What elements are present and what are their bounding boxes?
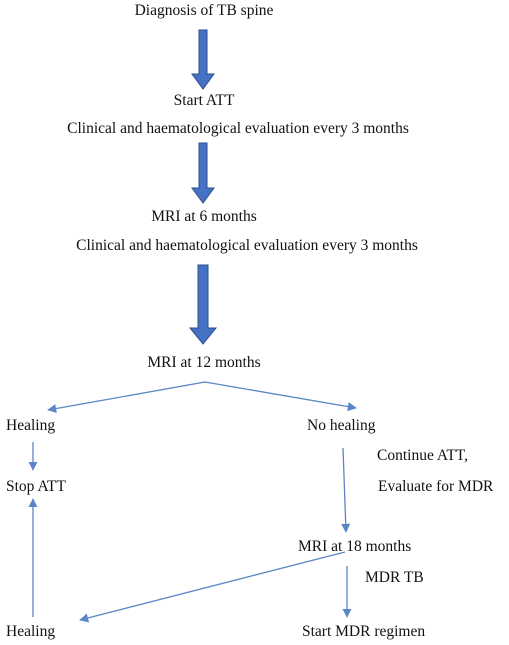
node-mri-12: MRI at 12 months: [147, 354, 261, 371]
node-stop-att: Stop ATT: [6, 478, 66, 495]
label-evaluate-mdr: Evaluate for MDR: [378, 478, 494, 495]
arrow-mri12-to-healing: [47, 381, 206, 414]
node-start-mdr: Start MDR regimen: [302, 623, 426, 640]
arrow-mri18-to-healing: [79, 551, 346, 623]
label-continue-att: Continue ATT,: [377, 447, 468, 464]
node-start-att: Start ATT: [173, 92, 235, 109]
node-mri-18: MRI at 18 months: [298, 538, 412, 555]
node-diagnosis: Diagnosis of TB spine: [134, 2, 274, 19]
node-evaluation-1: Clinical and haematological evaluation e…: [67, 120, 409, 137]
node-healing-1: Healing: [6, 417, 56, 434]
block-arrow-diagnosis-to-start: [191, 29, 215, 90]
node-healing-2: Healing: [6, 623, 56, 640]
node-mri-6: MRI at 6 months: [151, 208, 257, 225]
arrow-mri12-to-no-healing: [204, 381, 357, 412]
label-mdr-tb: MDR TB: [365, 569, 424, 586]
block-arrow-eval-to-mri6: [191, 142, 215, 204]
arrow-no-healing-to-mri18: [341, 447, 351, 533]
node-no-healing: No healing: [307, 417, 376, 434]
node-evaluation-2: Clinical and haematological evaluation e…: [76, 237, 418, 254]
block-arrow-eval-to-mri12: [188, 264, 218, 345]
